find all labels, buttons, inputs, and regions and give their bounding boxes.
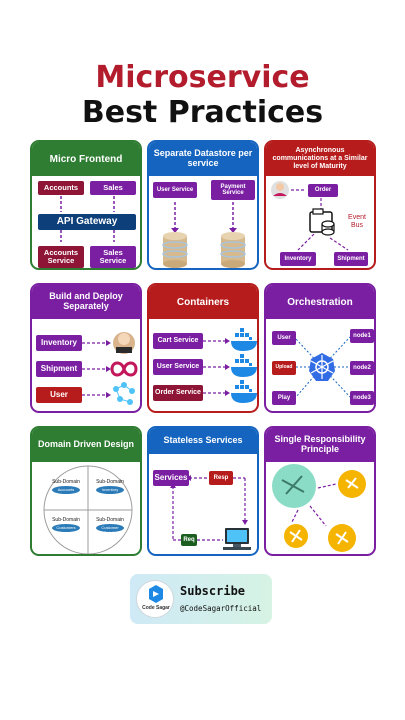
async-graphics bbox=[271, 181, 349, 251]
card-title: Single Responsibility Principle bbox=[266, 428, 374, 462]
sub-domain-label: Sub-Domain bbox=[52, 517, 80, 523]
card-containers: Containers Cart Service User Service Ord… bbox=[147, 283, 259, 413]
user-service-box: User Service bbox=[153, 359, 203, 375]
card-title: Stateless Services bbox=[149, 428, 257, 454]
node3-box: node3 bbox=[350, 391, 374, 405]
card-async-communications: Asynchronous communications at a Similar… bbox=[264, 140, 376, 270]
accounts-label: Accounts bbox=[57, 487, 75, 492]
account-details-label: Customer Details bbox=[101, 525, 119, 535]
srp-graphics bbox=[272, 464, 366, 552]
card-title: Micro Frontend bbox=[32, 142, 140, 176]
api-gateway-box: API Gateway bbox=[38, 214, 136, 230]
orchestration-graphics bbox=[295, 336, 351, 398]
card-orchestration: Orchestration User Upload Play node1 nod… bbox=[264, 283, 376, 413]
channel-handle: @CodeSagarOfficial bbox=[180, 604, 262, 613]
event-bus-label: Event Bus bbox=[348, 214, 366, 230]
ddd-graphics bbox=[43, 465, 133, 554]
card-title: Separate Datastore per service bbox=[149, 142, 257, 176]
order-box: Order bbox=[308, 184, 338, 197]
inventory-box: Inventory bbox=[280, 252, 316, 266]
accounts-box: Accounts bbox=[38, 181, 84, 195]
node2-box: node2 bbox=[350, 361, 374, 375]
req-box: Req bbox=[181, 534, 197, 546]
user-box: User bbox=[272, 331, 296, 345]
services-box: Services bbox=[153, 470, 189, 486]
inventory-box: Inventory bbox=[36, 335, 82, 351]
logo-text: Code Sagar bbox=[142, 605, 170, 611]
sub-domain-label: Sub-Domain bbox=[96, 479, 124, 485]
card-title: Containers bbox=[149, 285, 257, 319]
subscribe-label[interactable]: Subscribe bbox=[180, 584, 246, 598]
card-single-responsibility: Single Responsibility Principle bbox=[264, 426, 376, 556]
datastore-graphics bbox=[162, 202, 246, 268]
card-separate-datastore: Separate Datastore per service User Serv… bbox=[147, 140, 259, 270]
shipment-box: Shipment bbox=[334, 252, 368, 266]
accounts-service-box: Accounts Service bbox=[38, 246, 84, 268]
code-sagar-logo-icon bbox=[149, 585, 163, 603]
order-service-box: Order Service bbox=[153, 385, 203, 401]
subscribe-banner[interactable]: Code Sagar Subscribe @CodeSagarOfficial bbox=[130, 574, 272, 624]
card-title: Orchestration bbox=[266, 285, 374, 319]
card-title: Build and Deploy Separately bbox=[32, 285, 140, 319]
card-build-deploy: Build and Deploy Separately I bbox=[30, 283, 142, 413]
shipment-box: Shipment bbox=[36, 361, 82, 377]
card-domain-driven-design: Domain Driven Design Sub-Domain Sub-Doma… bbox=[30, 426, 142, 556]
node1-box: node1 bbox=[350, 329, 374, 343]
user-service-box: User Service bbox=[153, 182, 197, 198]
card-title: Domain Driven Design bbox=[32, 428, 140, 462]
card-title: Asynchronous communications at a Similar… bbox=[266, 142, 374, 176]
title-line2: Best Practices bbox=[81, 95, 324, 130]
build-deploy-graphics bbox=[82, 332, 138, 405]
containers-graphics bbox=[203, 328, 257, 403]
user-box: User bbox=[36, 387, 82, 403]
sub-domain-label: Sub-Domain bbox=[52, 479, 80, 485]
sales-box: Sales bbox=[90, 181, 136, 195]
resp-box: Resp bbox=[209, 471, 233, 485]
title-line1: Microservice bbox=[95, 60, 310, 95]
payment-service-box: Payment Service bbox=[211, 180, 255, 200]
micro-frontend-arrows bbox=[60, 196, 115, 242]
play-box: Play bbox=[272, 391, 296, 405]
cart-service-box: Cart Service bbox=[153, 333, 203, 349]
card-micro-frontend: Micro Frontend Accounts Sales API Gatewa… bbox=[30, 140, 142, 270]
customers-label: Customers bbox=[56, 525, 76, 530]
code-sagar-logo: Code Sagar bbox=[136, 580, 174, 618]
sales-service-box: Sales Service bbox=[90, 246, 136, 268]
upload-box: Upload bbox=[272, 361, 296, 375]
sub-domain-label: Sub-Domain bbox=[96, 517, 124, 523]
card-stateless-services: Stateless Services Services Resp Req bbox=[147, 426, 259, 556]
inventory-label: Inventory bbox=[101, 487, 119, 492]
